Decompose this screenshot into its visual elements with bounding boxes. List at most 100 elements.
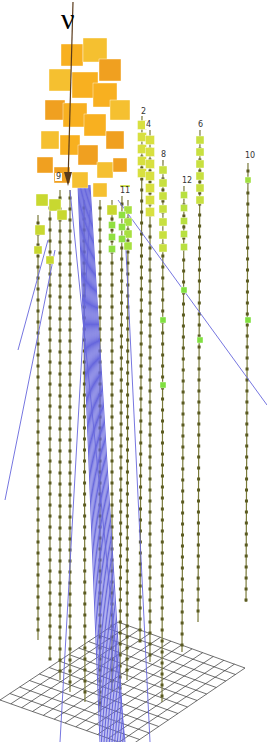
optical-module [139,431,142,434]
optical-module [126,581,129,584]
optical-module [181,644,184,647]
optical-module [69,329,72,332]
optical-module [37,376,40,379]
optical-module [139,464,142,467]
optical-module [83,669,86,672]
optical-module [69,527,72,530]
optical-module [182,347,185,350]
optical-module [161,563,164,566]
optical-module [119,544,122,547]
optical-module [245,577,248,580]
optical-module [83,460,86,463]
optical-module [37,343,40,346]
optical-module [246,192,249,195]
optical-module [161,255,164,258]
optical-module [198,324,201,327]
track-line [60,210,90,742]
optical-module [126,460,129,463]
optical-module [245,500,248,503]
optical-module [161,673,164,676]
optical-module [83,548,86,551]
optical-module [198,302,201,305]
optical-module [69,362,72,365]
hit-square [72,172,88,188]
optical-module [69,230,72,233]
hit-square [138,157,147,166]
optical-module [181,512,184,515]
optical-module [149,445,152,448]
optical-module [126,669,129,672]
optical-module [49,284,52,287]
optical-module [59,527,62,530]
optical-module [161,464,164,467]
hit-square [97,162,113,178]
optical-module [126,328,129,331]
optical-module [120,368,123,371]
optical-module [198,280,201,283]
optical-module [245,478,248,481]
optical-module [119,522,122,525]
string-number: 9 [55,173,62,181]
hit-square [196,184,204,192]
optical-module [37,365,40,368]
optical-module [59,472,62,475]
optical-module [59,296,62,299]
optical-module [245,412,248,415]
optical-module [161,497,164,500]
optical-module [139,497,142,500]
optical-module [149,654,152,657]
optical-module [37,585,40,588]
optical-module [126,647,129,650]
optical-module [111,471,114,474]
optical-module [149,544,152,547]
optical-module [182,413,185,416]
optical-module [126,625,129,628]
optical-module [245,544,248,547]
optical-module [59,340,62,343]
optical-module [99,317,102,320]
optical-module [126,592,129,595]
string-number: 2 [140,108,147,116]
optical-module [246,203,249,206]
optical-module [126,614,129,617]
optical-module [149,511,152,514]
optical-module [37,530,40,533]
optical-module [182,303,185,306]
optical-module [59,373,62,376]
optical-module [245,555,248,558]
optical-module [37,299,40,302]
optical-module [182,270,185,273]
hit-square [159,192,167,200]
optical-module [161,651,164,654]
optical-module [197,412,200,415]
optical-module [149,258,152,261]
optical-module [149,577,152,580]
optical-module [120,379,123,382]
optical-module [181,633,184,636]
hit-square [37,157,53,173]
optical-module [140,255,143,258]
optical-module [149,566,152,569]
optical-module [181,457,184,460]
optical-module [149,522,152,525]
optical-module [99,284,102,287]
optical-module [197,610,200,613]
optical-module [161,332,164,335]
optical-module [111,372,114,375]
optical-module [181,578,184,581]
optical-module [198,258,201,261]
optical-module [69,296,72,299]
optical-module [69,274,72,277]
optical-module [197,522,200,525]
optical-module [197,478,200,481]
optical-module [49,251,52,254]
optical-module [246,324,249,327]
optical-module [139,574,142,577]
optical-module [49,405,52,408]
optical-module [197,489,200,492]
optical-module [149,632,152,635]
optical-module [49,350,52,353]
optical-module [245,522,248,525]
optical-module [126,405,129,408]
hit-square [181,231,188,238]
